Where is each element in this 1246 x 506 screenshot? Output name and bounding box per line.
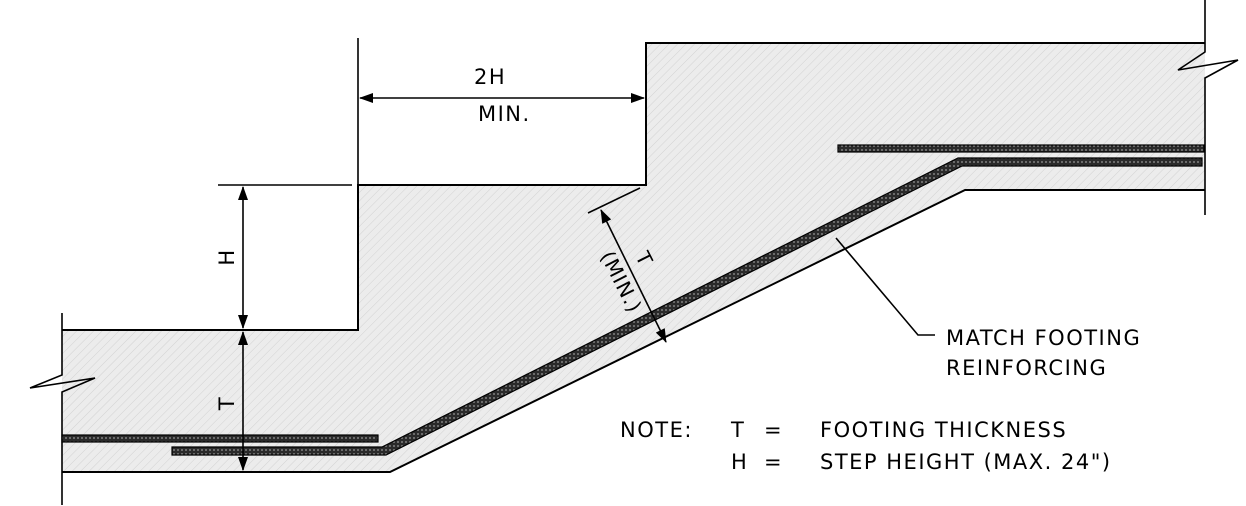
note-t-symbol: T: [730, 418, 745, 442]
note-h-equals: =: [764, 450, 783, 474]
note-label: NOTE:: [620, 418, 693, 442]
right-break-line: [1177, 0, 1239, 215]
footing-top-outline: [62, 42, 1205, 331]
reinforcing-callout-leader: [835, 237, 935, 336]
rebar-bottom-left-upper: [61, 434, 379, 443]
dimension-t-min-diagonal-line: [600, 209, 667, 343]
left-break-line: [29, 313, 96, 505]
dimension-min-label: MIN.: [478, 102, 531, 126]
note-h-symbol: H: [731, 450, 748, 474]
note-t-equals: =: [764, 418, 783, 442]
extension-line-diagonal-top: [587, 187, 641, 214]
rebar-top-right-upper: [837, 144, 1205, 153]
footing-bottom-outline: [62, 189, 1205, 473]
callout-text-line2: REINFORCING: [946, 356, 1107, 380]
note-t-definition: FOOTING THICKNESS: [820, 418, 1067, 442]
dimension-t-label: T: [215, 396, 239, 411]
dimension-h-label: H: [215, 248, 239, 265]
note-h-definition: STEP HEIGHT (MAX. 24"): [820, 450, 1112, 474]
callout-text-line1: MATCH FOOTING: [946, 326, 1141, 350]
dimension-2h-label: 2H: [474, 65, 506, 89]
